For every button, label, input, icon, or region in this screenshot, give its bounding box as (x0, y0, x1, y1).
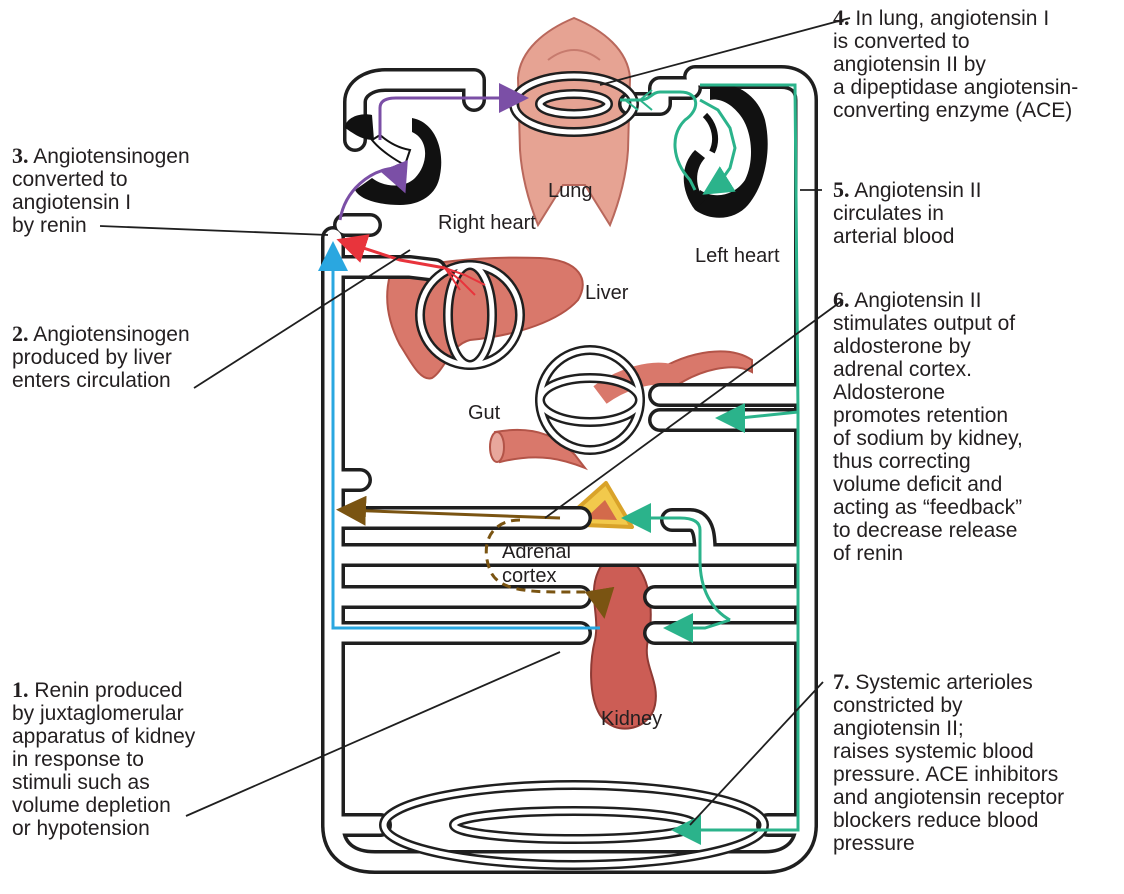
step-text-line: angiotensin II; (833, 717, 964, 740)
step-text-line: apparatus of kidney (12, 725, 195, 748)
step-text-line: Angiotensin II (854, 289, 981, 312)
step-text-line: adrenal cortex. (833, 358, 972, 381)
step-text-line: volume deficit and (833, 473, 1002, 496)
step-text-line: stimuli such as (12, 771, 150, 794)
step-text-line: Systemic arterioles (855, 671, 1032, 694)
step-text-line: blockers reduce blood (833, 809, 1038, 832)
step-text-line: produced by liver (12, 346, 172, 369)
step-3-annotation: 3. Angiotensinogen converted to angioten… (12, 144, 190, 237)
step-number: 6. (833, 287, 850, 312)
lung-label: Lung (548, 180, 593, 203)
step-text-line: of sodium by kidney, (833, 427, 1023, 450)
step-text-line: converting enzyme (ACE) (833, 99, 1072, 122)
step-text-line: Aldosterone (833, 381, 945, 404)
step-text-line: of renin (833, 542, 903, 565)
step-text-line: or hypotension (12, 817, 150, 840)
step-number: 7. (833, 669, 850, 694)
adrenal-label-line: cortex (502, 565, 556, 587)
step-number: 2. (12, 321, 29, 346)
step-text-line: arterial blood (833, 225, 954, 248)
step-text-line: by renin (12, 214, 87, 237)
step-text-line: raises systemic blood (833, 740, 1034, 763)
step-text-line: converted to (12, 168, 128, 191)
step-text-line: and angiotensin receptor (833, 786, 1064, 809)
step-7-annotation: 7. Systemic arterioles constricted by an… (833, 670, 1064, 855)
step-number: 4. (833, 5, 850, 30)
step-text-line: promotes retention (833, 404, 1008, 427)
step-2-annotation: 2. Angiotensinogen produced by liver ent… (12, 322, 190, 392)
step-6-annotation: 6. Angiotensin II stimulates output of a… (833, 288, 1023, 565)
kidney-label: Kidney (601, 708, 662, 731)
kidney-organ (591, 555, 656, 729)
step-4-annotation: 4. In lung, angiotensin I is converted t… (833, 6, 1078, 122)
step-text-line: constricted by (833, 694, 963, 717)
step-text-line: Angiotensin II (854, 179, 981, 202)
adrenal-label-line: Adrenal (502, 541, 571, 563)
step-text-line: volume depletion (12, 794, 171, 817)
adrenal-cortex-label: Adrenal cortex (502, 540, 571, 588)
step-5-annotation: 5. Angiotensin II circulates in arterial… (833, 178, 981, 248)
gut-label: Gut (468, 402, 500, 425)
right-heart-label: Right heart (438, 212, 536, 235)
step-text-line: In lung, angiotensin I (855, 7, 1049, 30)
left-heart-label: Left heart (695, 245, 780, 268)
liver-label: Liver (585, 282, 628, 305)
step-text-line: thus correcting (833, 450, 971, 473)
step-text-line: aldosterone by (833, 335, 971, 358)
step-text-line: pressure (833, 832, 915, 855)
step-1-annotation: 1. Renin produced by juxtaglomerular app… (12, 678, 195, 840)
step-number: 5. (833, 177, 850, 202)
step-text-line: angiotensin II by (833, 53, 986, 76)
step-text-line: in response to (12, 748, 144, 771)
step-text-line: by juxtaglomerular (12, 702, 184, 725)
step-text-line: stimulates output of (833, 312, 1015, 335)
step-text-line: is converted to (833, 30, 970, 53)
right-heart (345, 114, 441, 205)
step-text-line: enters circulation (12, 369, 171, 392)
step-text-line: Angiotensinogen (33, 145, 189, 168)
step-text-line: to decrease release (833, 519, 1017, 542)
step-text-line: pressure. ACE inhibitors (833, 763, 1058, 786)
step-text-line: a dipeptidase angiotensin- (833, 76, 1078, 99)
step-text-line: acting as “feedback” (833, 496, 1022, 519)
step-number: 1. (12, 677, 29, 702)
step-text-line: angiotensin I (12, 191, 131, 214)
step-number: 3. (12, 143, 29, 168)
step-text-line: circulates in (833, 202, 944, 225)
step-text-line: Renin produced (34, 679, 182, 702)
step-text-line: Angiotensinogen (33, 323, 189, 346)
